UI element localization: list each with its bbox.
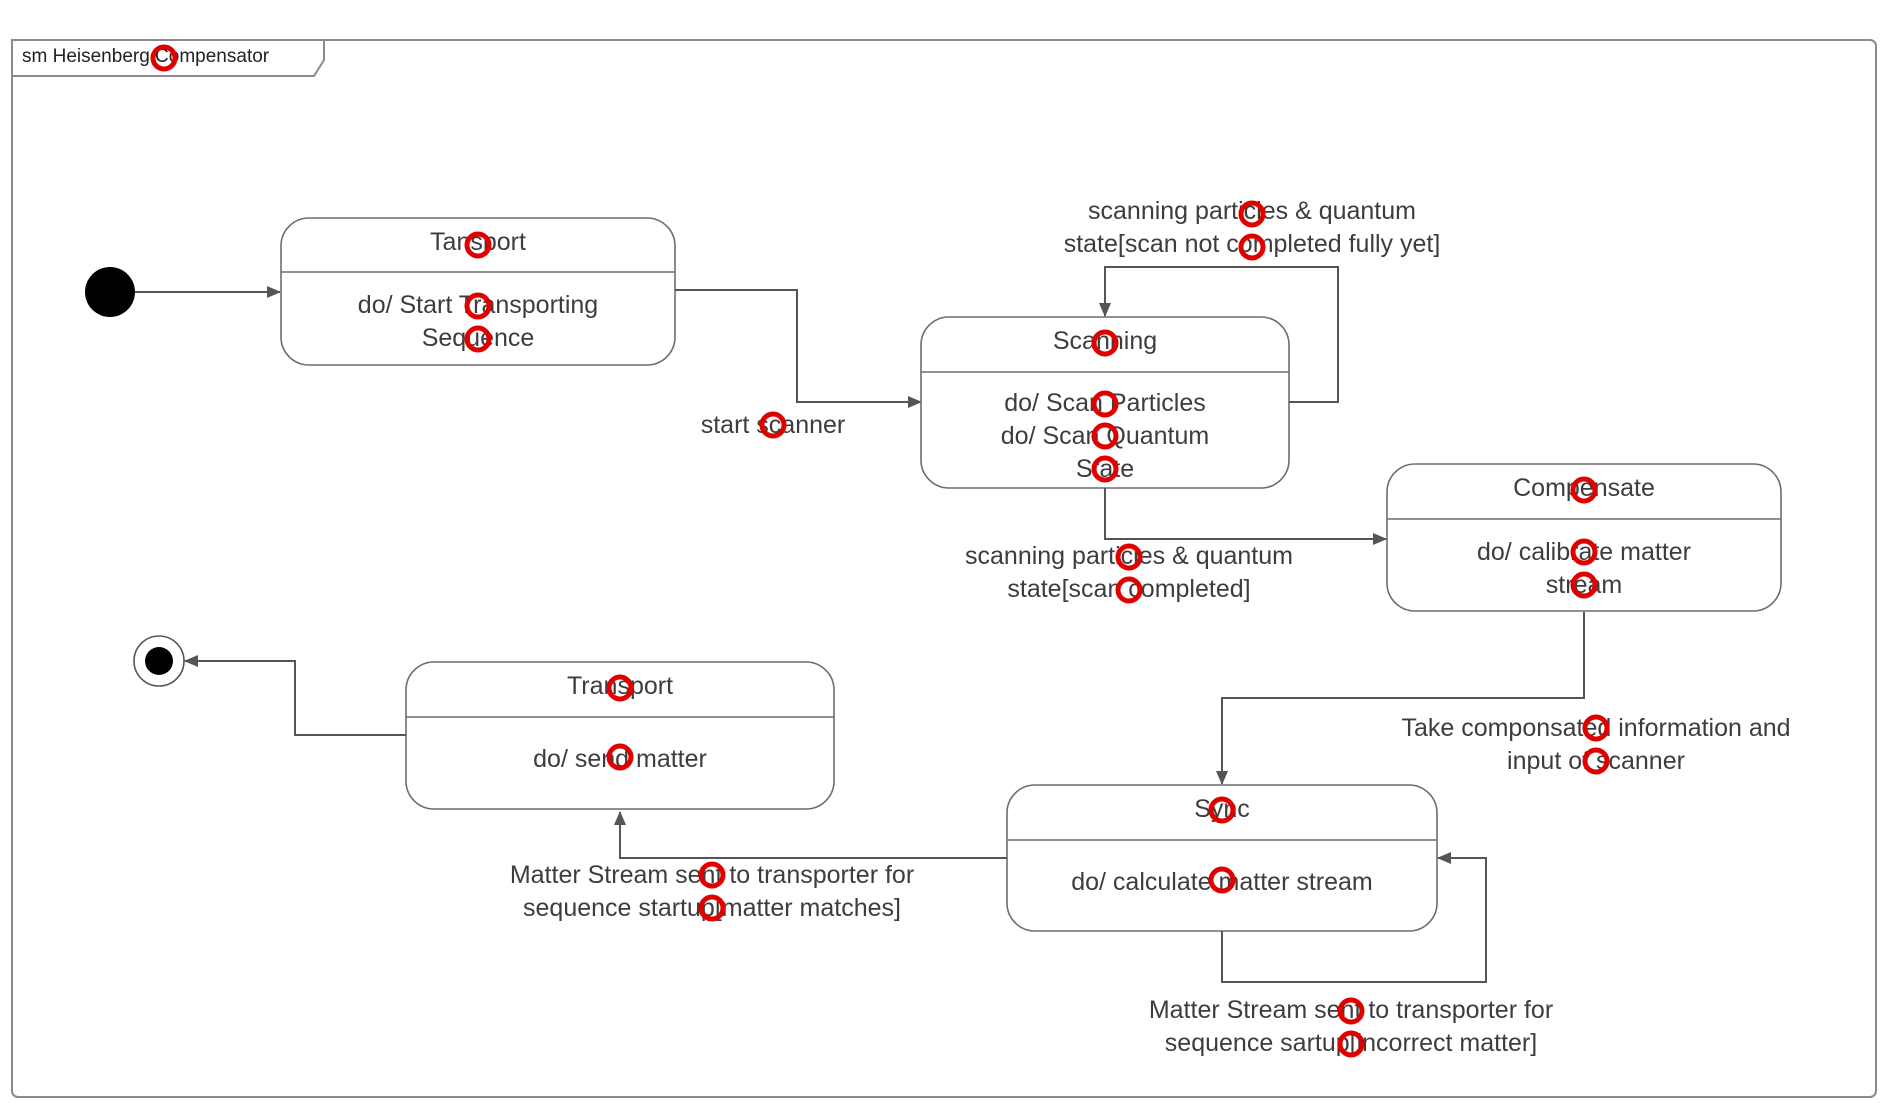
marker-circle (1570, 476, 1598, 504)
marker-circle (698, 894, 726, 922)
edge-scanning-to-compensate (1104, 488, 1387, 545)
marker-circle (1115, 543, 1143, 571)
edge-sync-to-transport (614, 811, 1007, 859)
frame-tab (11, 39, 325, 77)
marker-circle (759, 411, 787, 439)
marker-circle (1582, 714, 1610, 742)
marker-circle (1208, 866, 1236, 894)
final-node-center (145, 647, 173, 675)
marker-circle (1115, 576, 1143, 604)
frame-title: sm Heisenberg Compensator (22, 46, 270, 67)
edge-compensate-to-sync (1216, 612, 1585, 785)
edge-transport-to-scanning (675, 289, 922, 408)
frame-border (11, 39, 1877, 1098)
edge-scanning-self-loop (1099, 266, 1339, 403)
marker-circle (1238, 233, 1266, 261)
marker-circle (1208, 796, 1236, 824)
marker-circle (464, 292, 492, 320)
marker-circle (1091, 455, 1119, 483)
state-box (280, 217, 676, 366)
marker-circle (1238, 200, 1266, 228)
marker-circle (698, 861, 726, 889)
marker-overlay (150, 44, 1610, 1058)
initial-node (85, 267, 135, 317)
marker-circle (150, 44, 178, 72)
marker-circle (1091, 390, 1119, 418)
edge-transport-to-final (184, 655, 406, 736)
marker-circle (1570, 571, 1598, 599)
marker-circle (1582, 747, 1610, 775)
state-transport-start[interactable]: Tansport do/ Start Transporting Sequence (280, 217, 676, 366)
marker-circle (1091, 329, 1119, 357)
marker-circle (1570, 538, 1598, 566)
marker-circle (1091, 422, 1119, 450)
marker-circle (606, 743, 634, 771)
marker-circle (1337, 997, 1365, 1025)
state-sync[interactable]: Sync do/ calculate matter stream (1006, 784, 1438, 932)
marker-circle (464, 325, 492, 353)
state-transport-end[interactable]: Transport do/ send matter (405, 661, 835, 810)
state-box (1386, 463, 1782, 612)
state-compensate[interactable]: Compensate do/ calibrate matter stream (1386, 463, 1782, 612)
edge-sync-self-loop (1221, 852, 1487, 983)
state-scanning[interactable]: Scanning do/ Scan Particles do/ Scan Qua… (920, 316, 1290, 489)
marker-circle (464, 231, 492, 259)
marker-circle (606, 674, 634, 702)
marker-circle (1337, 1030, 1365, 1058)
